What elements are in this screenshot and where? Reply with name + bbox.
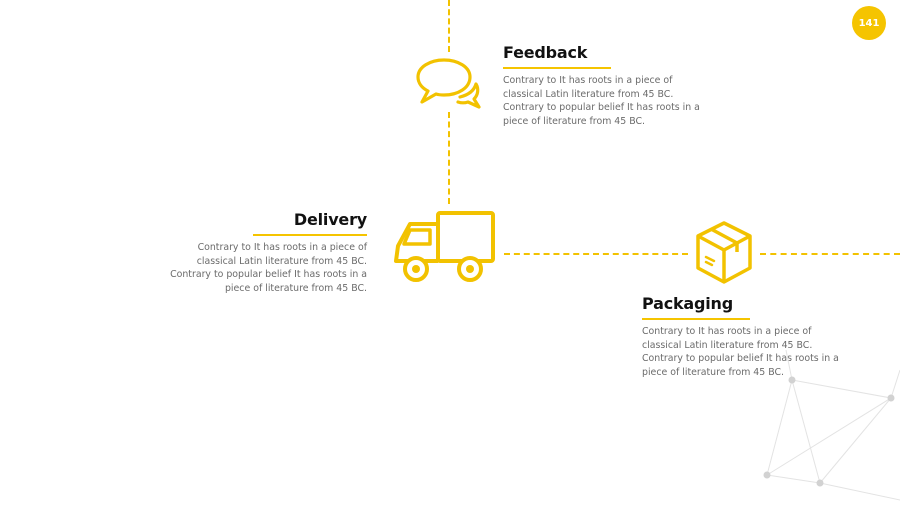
feedback-block: Feedback Contrary to It has roots in a p… — [503, 43, 713, 128]
packaging-description: Contrary to It has roots in a piece of c… — [642, 326, 839, 378]
feedback-title: Feedback — [503, 43, 588, 62]
connector-line-middle — [448, 112, 450, 204]
delivery-block: Delivery Contrary to It has roots in a p… — [160, 210, 367, 295]
connector-line-right — [760, 253, 900, 255]
packaging-block: Packaging Contrary to It has roots in a … — [642, 294, 852, 379]
delivery-title: Delivery — [293, 210, 367, 229]
feedback-underline — [503, 67, 611, 69]
delivery-truck-icon — [392, 210, 496, 289]
chat-bubbles-icon — [414, 56, 482, 115]
connector-line-center — [504, 253, 688, 255]
network-decoration — [740, 349, 900, 506]
connector-line-top — [448, 0, 450, 52]
delivery-underline — [253, 234, 367, 236]
page-number-badge: 141 — [852, 6, 886, 40]
packaging-underline — [642, 318, 750, 320]
packaging-title: Packaging — [642, 294, 733, 313]
feedback-description: Contrary to It has roots in a piece of c… — [503, 75, 700, 127]
delivery-description: Contrary to It has roots in a piece of c… — [170, 242, 367, 294]
package-box-icon — [694, 220, 754, 291]
